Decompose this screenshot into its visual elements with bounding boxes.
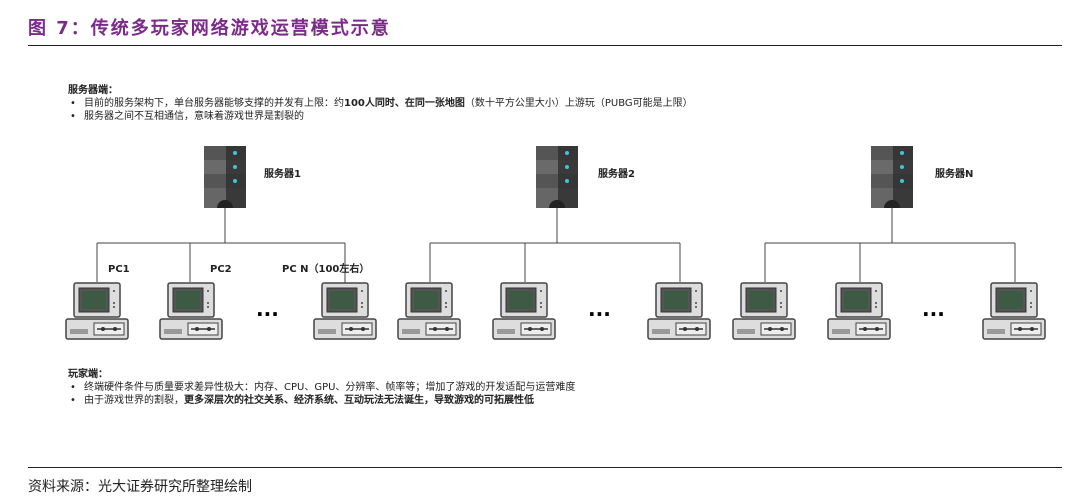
pc-icon	[65, 282, 129, 340]
pc-icon	[159, 282, 223, 340]
pc-icon	[492, 282, 556, 340]
pc-icon	[732, 282, 796, 340]
player-bullet-2: 由于游戏世界的割裂，更多深层次的社交关系、经济系统、互动玩法无法诞生，导致游戏的…	[68, 394, 575, 407]
server-bullet-2: 服务器之间不互相通信，意味着游戏世界是割裂的	[68, 110, 693, 123]
player-bullet-1: 终端硬件条件与质量要求差异性极大：内存、CPU、GPU、分辨率、帧率等；增加了游…	[68, 381, 575, 394]
player-heading: 玩家端：	[68, 369, 108, 380]
player-section: 玩家端： 终端硬件条件与质量要求差异性极大：内存、CPU、GPU、分辨率、帧率等…	[68, 368, 575, 407]
bold-text: 更多深层次的社交关系、经济系统、互动玩法无法诞生，导致游戏的可拓展性低	[184, 395, 534, 406]
pc-icon	[647, 282, 711, 340]
title-divider	[28, 45, 1062, 46]
server-2-label: 服务器2	[598, 167, 635, 180]
pc1-label: PC1	[108, 264, 130, 275]
ellipsis: ...	[588, 297, 611, 321]
server-heading: 服务器端：	[68, 85, 118, 96]
text: （数十平方公里大小）上游玩（PUBG可能是上限）	[464, 98, 693, 109]
server-n-icon	[871, 146, 913, 208]
figure-title: 图 7：传统多玩家网络游戏运营模式示意	[28, 18, 391, 39]
pc2-label: PC2	[210, 264, 232, 275]
server-1-icon	[204, 146, 246, 208]
footer-divider	[28, 467, 1062, 468]
source-note: 资料来源：光大证券研究所整理绘制	[28, 479, 252, 495]
server-2-icon	[536, 146, 578, 208]
server-bullet-1: 目前的服务架构下，单台服务器能够支撑的并发有上限：约100人同时、在同一张地图（…	[68, 97, 693, 110]
ellipsis: ...	[256, 297, 279, 321]
server-1-label: 服务器1	[264, 167, 301, 180]
connection-lines	[96, 207, 1016, 290]
text: 目前的服务架构下，单台服务器能够支撑的并发有上限：约	[84, 98, 344, 109]
pc-icon	[313, 282, 377, 340]
pc-icon	[827, 282, 891, 340]
pcn-label: PC N（100左右）	[282, 262, 369, 275]
bold-text: 100人同时、在同一张地图	[344, 98, 465, 109]
pc-icon	[982, 282, 1046, 340]
pc-icon	[397, 282, 461, 340]
text: 由于游戏世界的割裂，	[84, 395, 184, 406]
server-section: 服务器端： 目前的服务架构下，单台服务器能够支撑的并发有上限：约100人同时、在…	[68, 84, 693, 123]
ellipsis: ...	[922, 297, 945, 321]
server-n-label: 服务器N	[935, 167, 973, 180]
